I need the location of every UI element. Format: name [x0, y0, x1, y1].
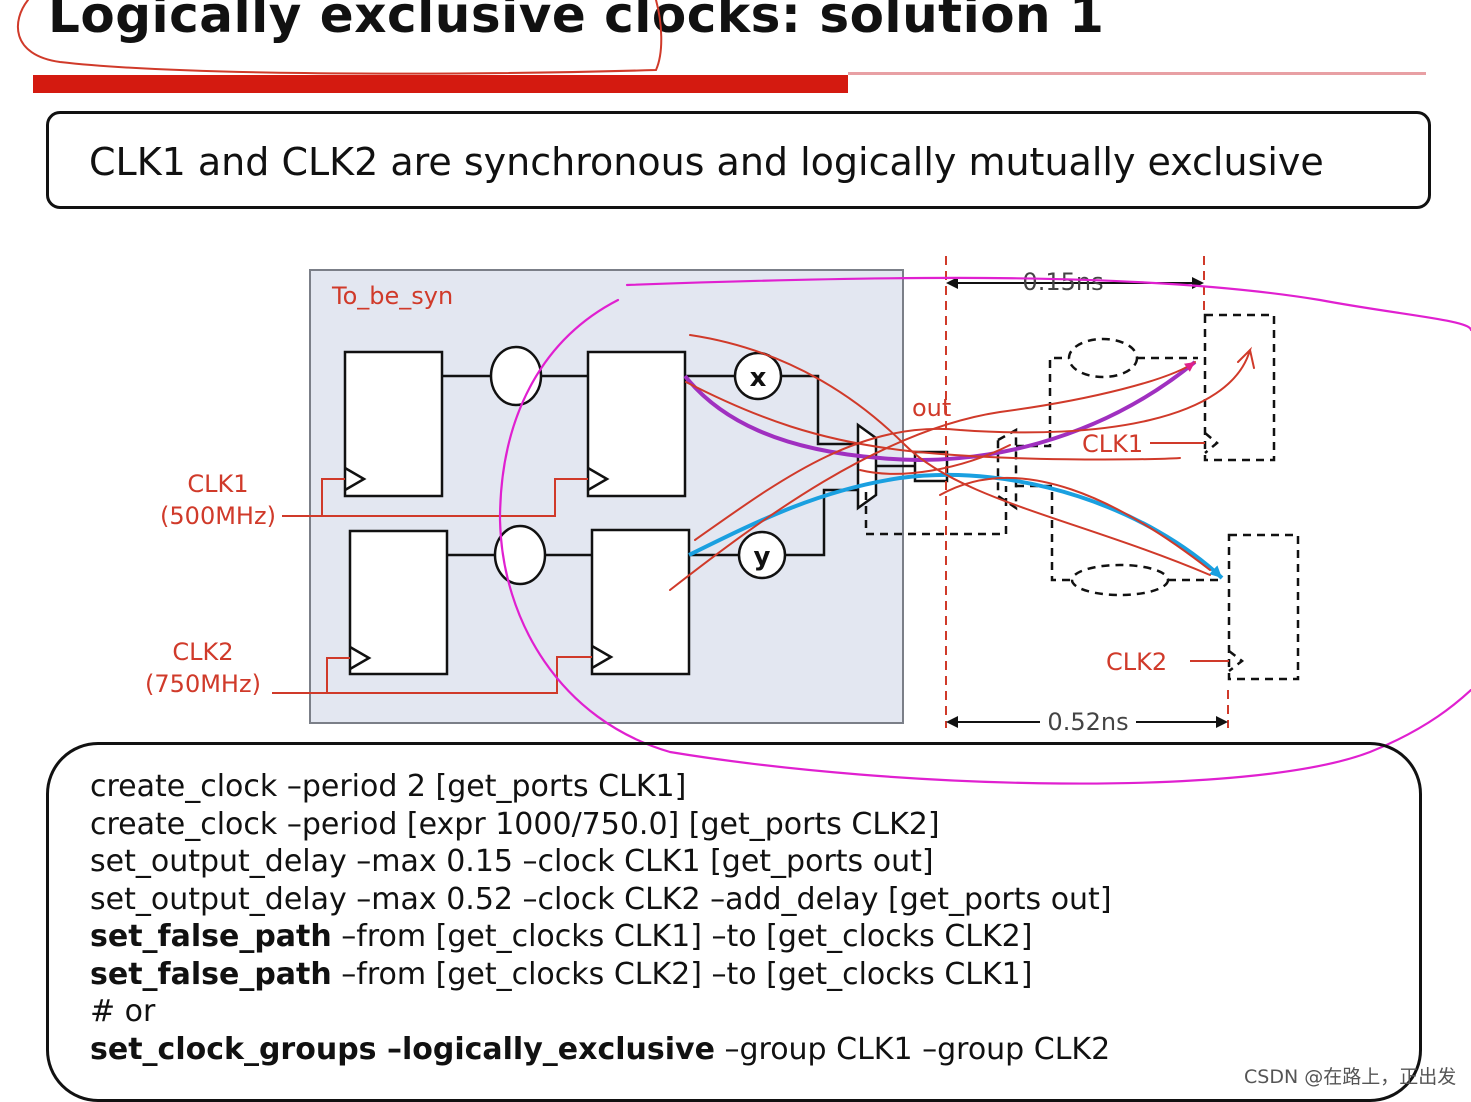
title-underline-pink	[848, 72, 1426, 75]
statement-box: CLK1 and CLK2 are synchronous and logica…	[46, 111, 1431, 209]
logic-cloud-1	[489, 345, 543, 407]
clk2-label: CLK2	[172, 638, 233, 666]
statement-text: CLK1 and CLK2 are synchronous and logica…	[89, 140, 1324, 184]
ext-ff-clk2	[1227, 533, 1300, 681]
gate-y	[737, 530, 787, 580]
clk2-freq: (750MHz)	[145, 670, 261, 698]
gate-x	[733, 351, 783, 401]
code-line-4: set_output_delay –max 0.52 –clock CLK2 –…	[90, 881, 1112, 917]
ext-ff-clk1	[1203, 313, 1276, 462]
ext-cloud-1	[1067, 337, 1139, 379]
ff-2	[586, 350, 687, 498]
title-underline-red	[33, 75, 848, 93]
code-line-5: set_false_path –from [get_clocks CLK1] –…	[90, 918, 1112, 956]
ext-dashed-return	[864, 486, 1008, 536]
out-label: out	[912, 394, 951, 422]
gate-y-label: y	[754, 542, 771, 572]
code-line-3: set_output_delay –max 0.15 –clock CLK1 […	[90, 844, 934, 879]
ff-3	[348, 529, 449, 676]
ext-clk1-label: CLK1	[1082, 430, 1143, 458]
code-line-6-args: –from [get_clocks CLK2] –to [get_clocks …	[331, 956, 1033, 992]
sdc-constraints: create_clock –period 2 [get_ports CLK1] …	[90, 768, 1112, 1068]
code-line-8: set_clock_groups –logically_exclusive –g…	[90, 1031, 1112, 1069]
annotation-strokes	[16, 0, 1471, 785]
ff-1	[343, 350, 444, 498]
code-line-7: # or	[90, 994, 156, 1029]
watermark: CSDN @在路上，正出发	[1244, 1066, 1457, 1088]
module-label: To_be_syn	[331, 282, 453, 310]
ext-dashed-buffer	[996, 427, 1018, 511]
ext-clk2-label: CLK2	[1106, 648, 1167, 676]
path-clk1-purple	[683, 360, 1197, 462]
ff-4	[590, 528, 691, 676]
code-line-8-args: –group CLK1 –group CLK2	[714, 1031, 1111, 1067]
code-line-6-command: set_false_path	[90, 956, 332, 992]
code-line-1: create_clock –period 2 [get_ports CLK1]	[90, 769, 687, 804]
code-line-5-args: –from [get_clocks CLK1] –to [get_clocks …	[331, 919, 1033, 954]
code-line-8-command: set_clock_groups –logically_exclusive	[90, 1031, 715, 1067]
code-line-5-command: set_false_path	[90, 919, 332, 954]
gate-x-label: x	[750, 363, 767, 393]
delay-clk1-label: 0.15ns	[1022, 268, 1103, 296]
delay-clk2-label: 0.52ns	[1047, 708, 1128, 736]
clk1-label: CLK1	[187, 470, 248, 498]
clk1-freq: (500MHz)	[160, 502, 276, 530]
ext-cloud-2	[1070, 563, 1170, 597]
code-line-2: create_clock –period [expr 1000/750.0] […	[90, 806, 940, 842]
slide-title: Logically exclusive clocks: solution 1	[48, 0, 1105, 44]
code-line-6: set_false_path –from [get_clocks CLK2] –…	[90, 956, 1112, 994]
